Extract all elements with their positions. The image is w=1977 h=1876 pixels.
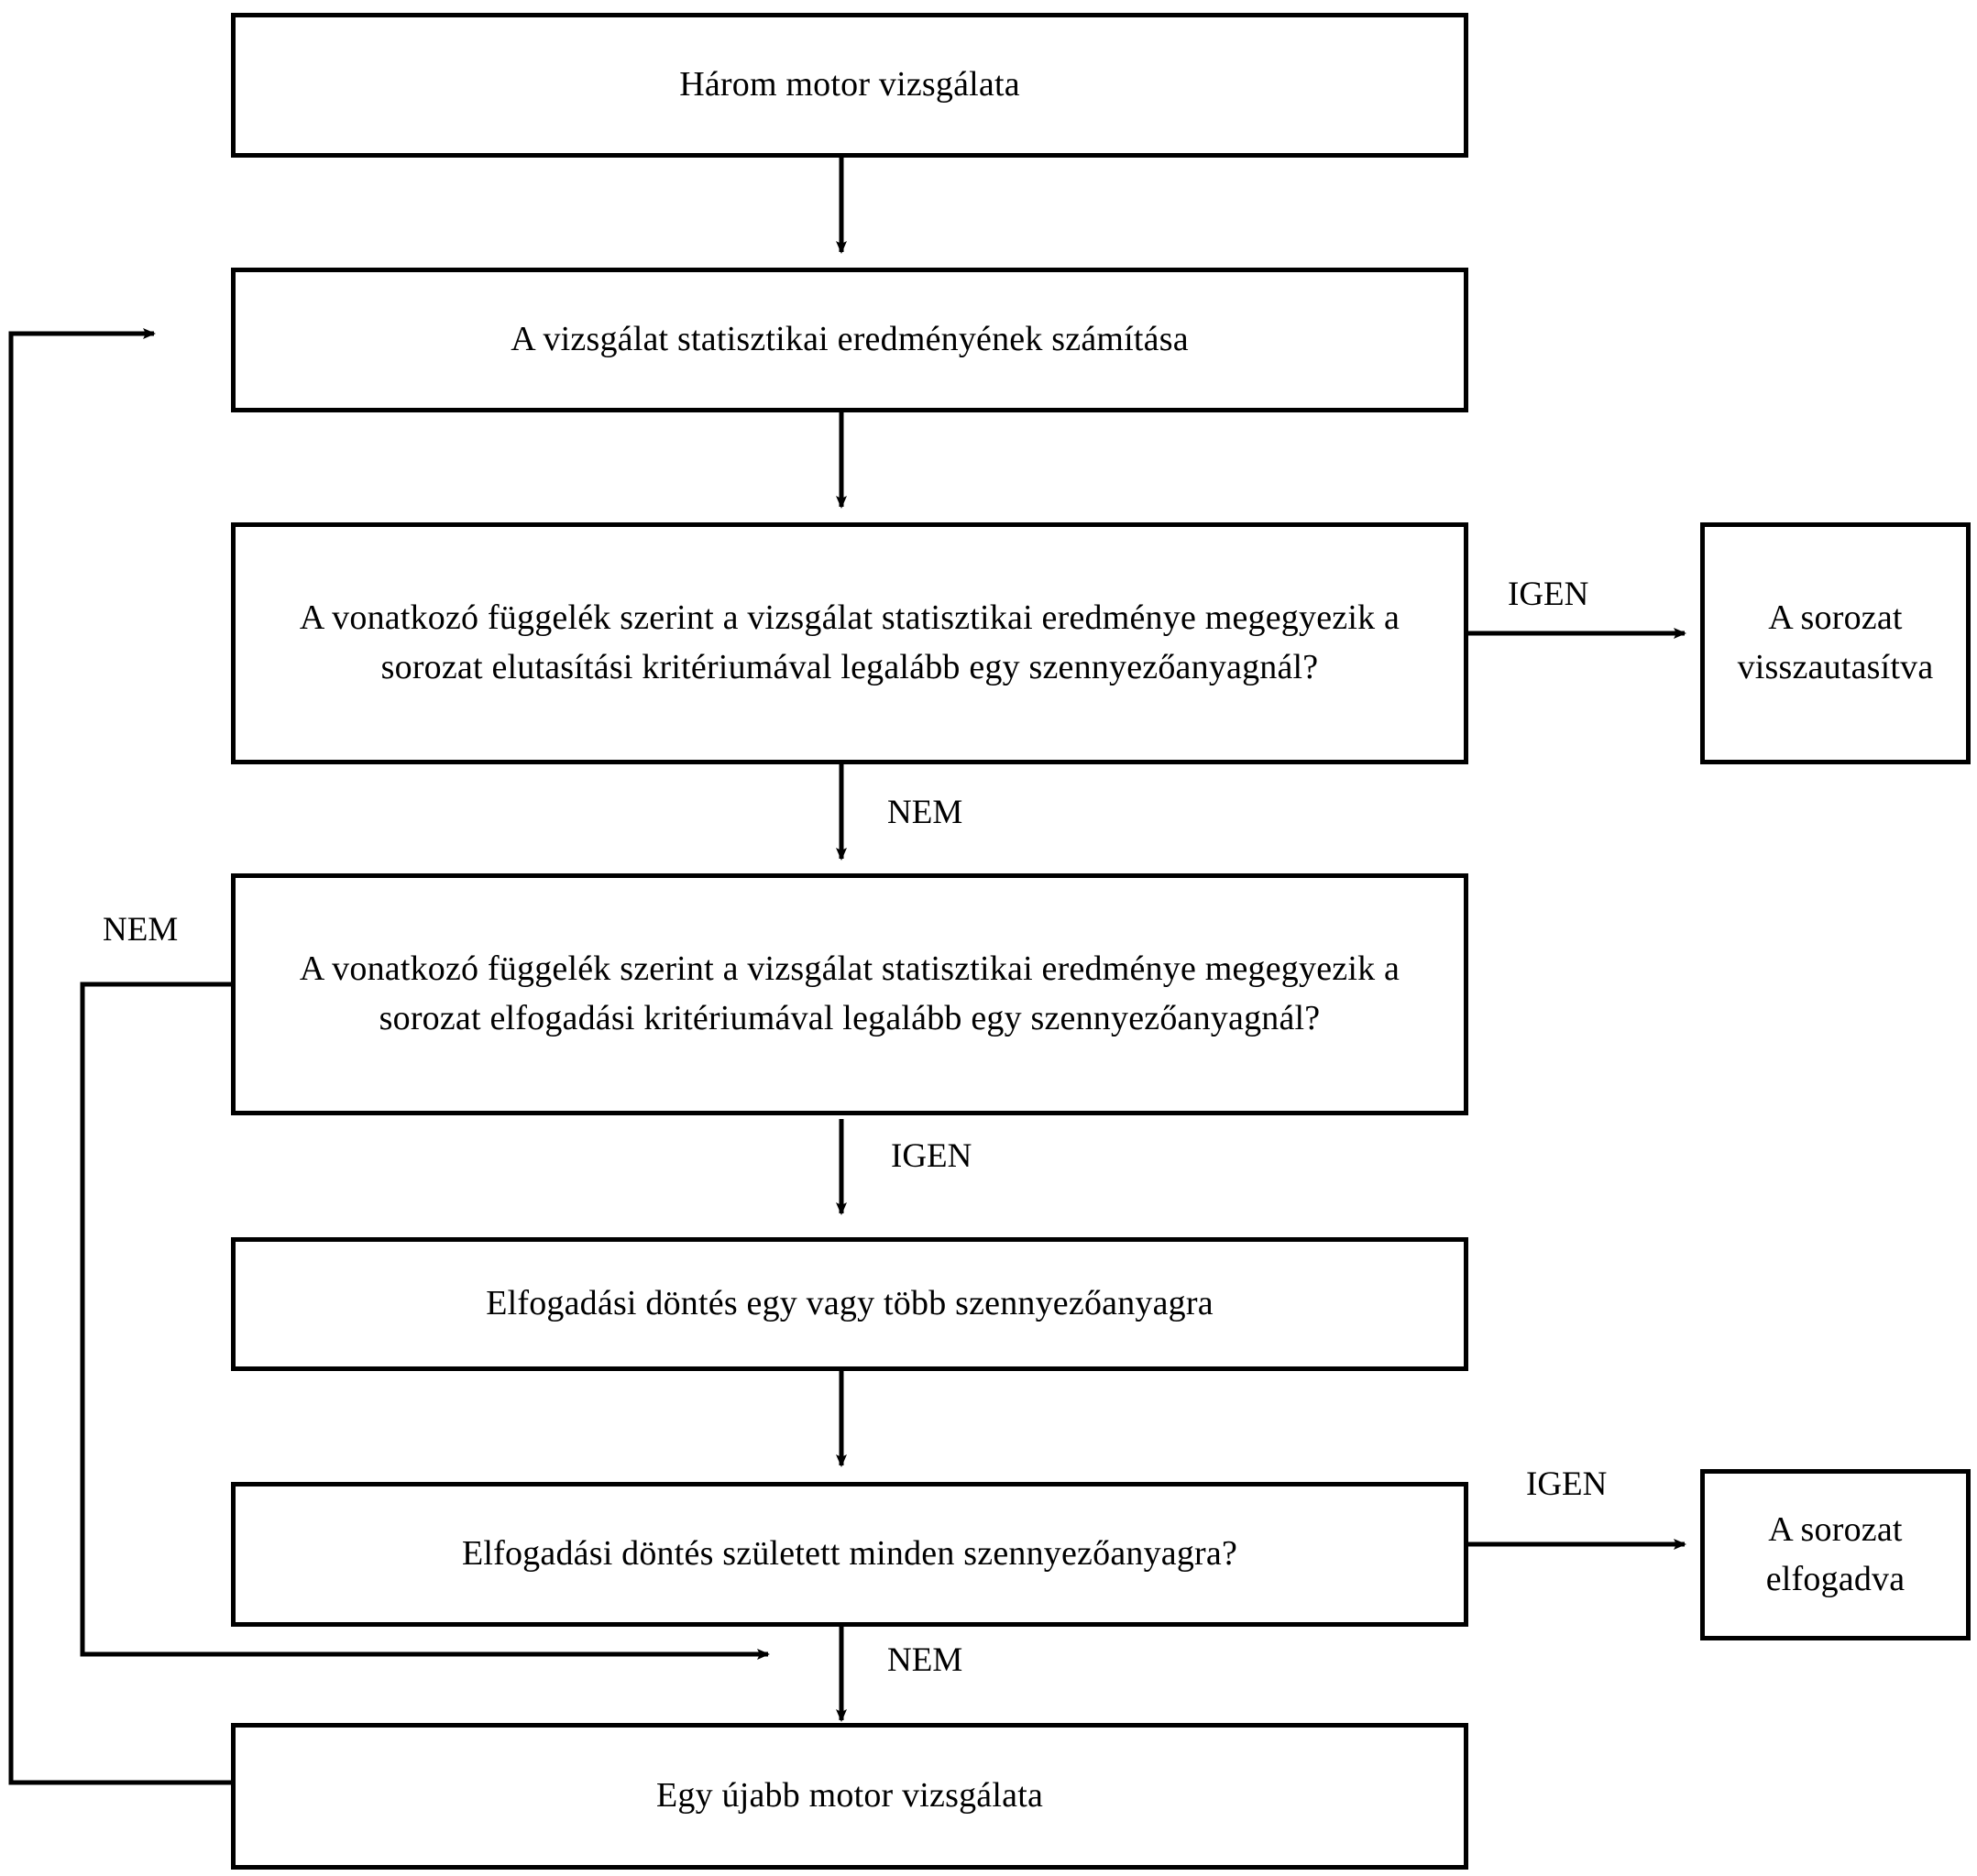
- edge-label-accept-no: NEM: [103, 911, 179, 949]
- node-accept-decision-label: Elfogadási döntés egy vagy több szennyez…: [486, 1284, 1214, 1323]
- node-calc-label: A vizsgálat statisztikai eredményének sz…: [511, 320, 1189, 359]
- node-accept-check-label: A vonatkozó függelék szerint a vizsgálat…: [299, 949, 1400, 1037]
- node-all-pollutants-check-label: Elfogadási döntés született minden szenn…: [461, 1534, 1238, 1574]
- node-test-another-label: Egy újabb motor vizsgálata: [655, 1776, 1044, 1816]
- edge-label-reject-no: NEM: [887, 794, 963, 831]
- node-series-rejected-label: A sorozat visszautasítva: [1737, 598, 1934, 686]
- node-calc[interactable]: A vizsgálat statisztikai eredményének sz…: [231, 268, 1468, 412]
- edge-test-another-to-calc-loop: [8, 328, 231, 1785]
- edge-label-all-yes: IGEN: [1526, 1465, 1608, 1503]
- node-series-rejected[interactable]: A sorozat visszautasítva: [1700, 522, 1971, 764]
- node-start-label: Három motor vizsgálata: [679, 65, 1020, 104]
- node-series-accepted[interactable]: A sorozat elfogadva: [1700, 1469, 1971, 1640]
- node-start[interactable]: Három motor vizsgálata: [231, 13, 1468, 158]
- edge-label-accept-yes: IGEN: [891, 1137, 972, 1175]
- node-accept-check[interactable]: A vonatkozó függelék szerint a vizsgálat…: [231, 873, 1468, 1115]
- node-test-another[interactable]: Egy újabb motor vizsgálata: [231, 1723, 1468, 1870]
- edge-accept-check-no-loop: [80, 982, 770, 1660]
- node-series-accepted-label: A sorozat elfogadva: [1765, 1509, 1906, 1598]
- edge-label-reject-yes: IGEN: [1508, 576, 1589, 613]
- node-reject-check-label: A vonatkozó függelék szerint a vizsgálat…: [299, 598, 1400, 686]
- node-accept-decision[interactable]: Elfogadási döntés egy vagy több szennyez…: [231, 1237, 1468, 1371]
- edge-label-all-no: NEM: [887, 1641, 963, 1679]
- node-all-pollutants-check[interactable]: Elfogadási döntés született minden szenn…: [231, 1482, 1468, 1627]
- node-reject-check[interactable]: A vonatkozó függelék szerint a vizsgálat…: [231, 522, 1468, 764]
